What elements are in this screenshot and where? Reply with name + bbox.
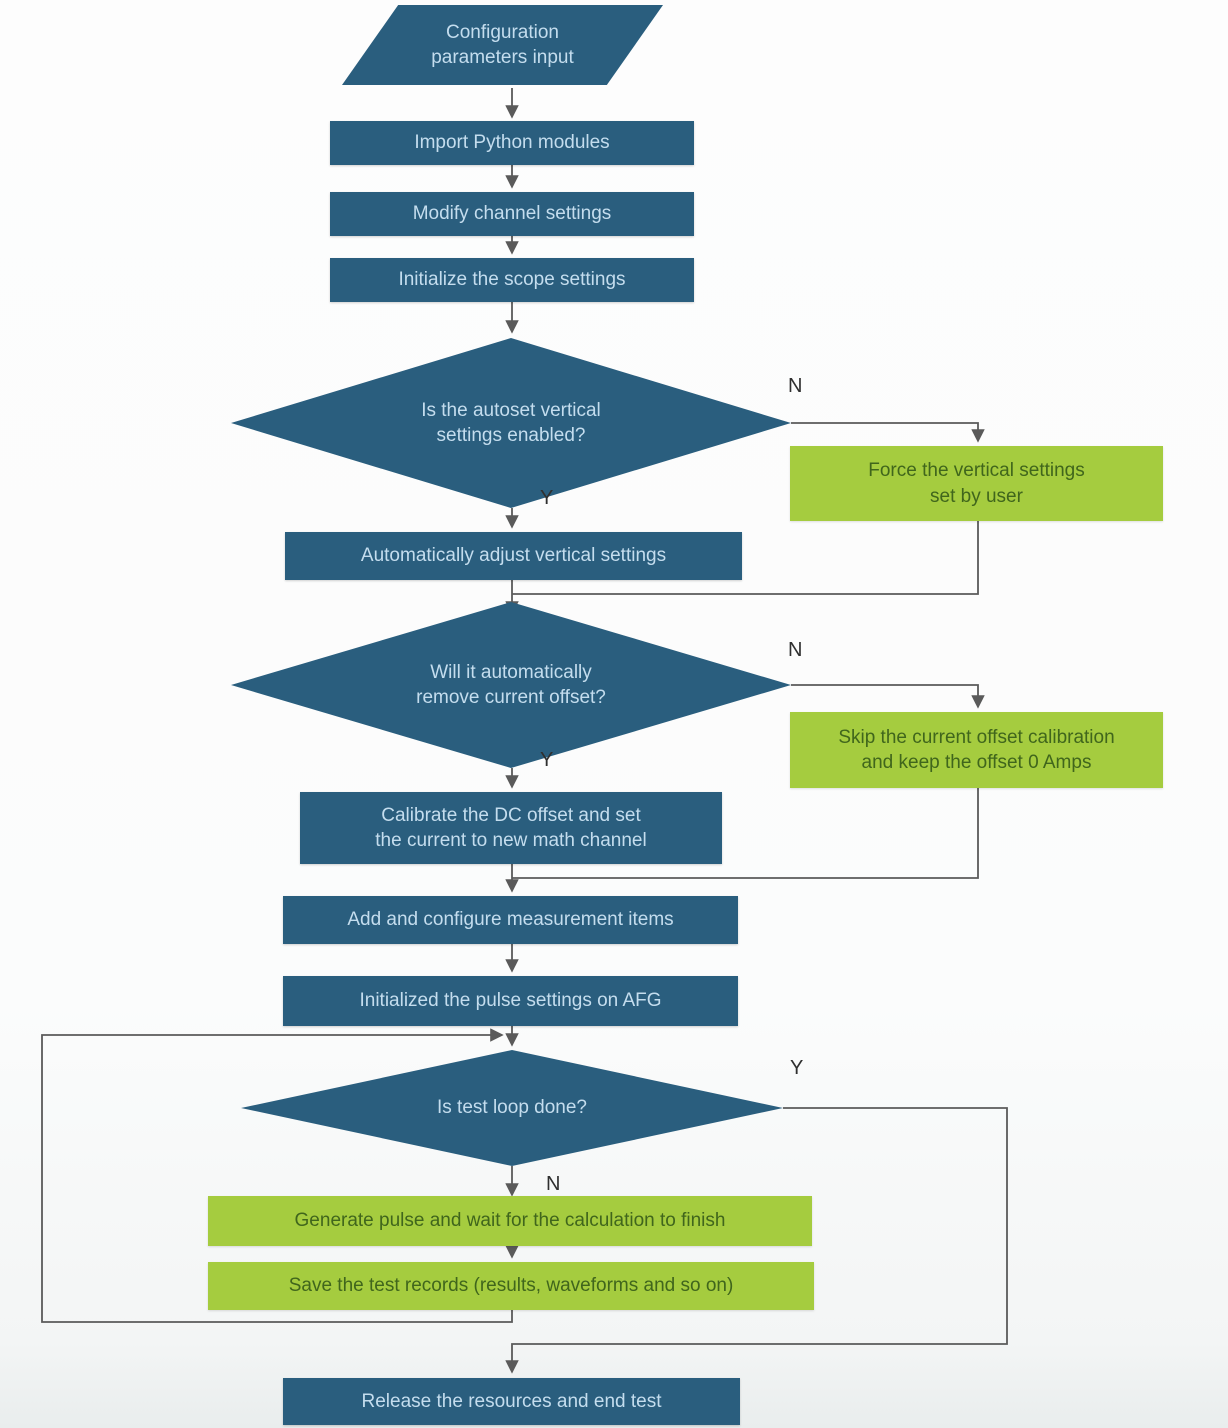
node-label: Add and configure measurement items bbox=[347, 909, 674, 931]
node-label: Import Python modules bbox=[414, 132, 610, 154]
node-skip-offset-calibration: Skip the current offset calibration and … bbox=[790, 712, 1163, 788]
node-label: Is test loop done? bbox=[437, 1097, 587, 1119]
node-configuration-parameters-input: Configuration parameters input bbox=[342, 5, 663, 85]
node-label: Generate pulse and wait for the calculat… bbox=[294, 1210, 726, 1232]
node-save-test-records: Save the test records (results, waveform… bbox=[208, 1262, 814, 1310]
node-force-vertical-settings: Force the vertical settings set by user bbox=[790, 446, 1163, 521]
node-modify-channel-settings: Modify channel settings bbox=[330, 192, 694, 236]
connector-offset-no bbox=[791, 684, 985, 709]
node-label: Will it automatically remove current off… bbox=[416, 661, 606, 708]
node-label: Initialized the pulse settings on AFG bbox=[359, 990, 662, 1012]
node-label: Automatically adjust vertical settings bbox=[360, 545, 667, 567]
connector-autoset-no bbox=[791, 422, 985, 443]
node-label: Release the resources and end test bbox=[361, 1390, 662, 1412]
node-add-configure-measurement-items: Add and configure measurement items bbox=[283, 896, 738, 944]
node-calibrate-dc-offset: Calibrate the DC offset and set the curr… bbox=[300, 792, 722, 864]
node-label: Configuration parameters input bbox=[431, 21, 574, 68]
node-initialized-pulse-settings-afg: Initialized the pulse settings on AFG bbox=[283, 976, 738, 1026]
node-automatically-adjust-vertical-settings: Automatically adjust vertical settings bbox=[285, 532, 742, 580]
node-import-python-modules: Import Python modules bbox=[330, 121, 694, 165]
node-label: Save the test records (results, waveform… bbox=[288, 1275, 734, 1297]
branch-label-autoset-yes: Y bbox=[540, 487, 554, 509]
connector-skip-offset-merge bbox=[512, 788, 979, 879]
node-label: Calibrate the DC offset and set the curr… bbox=[375, 804, 647, 851]
node-label: Is the autoset vertical settings enabled… bbox=[421, 399, 601, 446]
node-label: Initialize the scope settings bbox=[398, 269, 626, 291]
connector-loop-yes-to-release bbox=[505, 1107, 1008, 1374]
node-initialize-scope-settings: Initialize the scope settings bbox=[330, 258, 694, 302]
node-label: Skip the current offset calibration and … bbox=[838, 726, 1115, 773]
connector-force-vertical-merge bbox=[512, 521, 979, 595]
node-label: Force the vertical settings set by user bbox=[868, 460, 1085, 507]
branch-label-loop-yes: Y bbox=[790, 1057, 804, 1079]
connector-loop-back bbox=[41, 1028, 513, 1323]
branch-label-offset-no: N bbox=[788, 639, 803, 661]
node-generate-pulse-wait: Generate pulse and wait for the calculat… bbox=[208, 1196, 812, 1246]
branch-label-offset-yes: Y bbox=[540, 749, 554, 771]
branch-label-loop-no: N bbox=[546, 1173, 561, 1195]
node-label: Modify channel settings bbox=[412, 203, 612, 225]
node-release-resources-end-test: Release the resources and end test bbox=[283, 1378, 740, 1425]
branch-label-autoset-no: N bbox=[788, 375, 803, 397]
